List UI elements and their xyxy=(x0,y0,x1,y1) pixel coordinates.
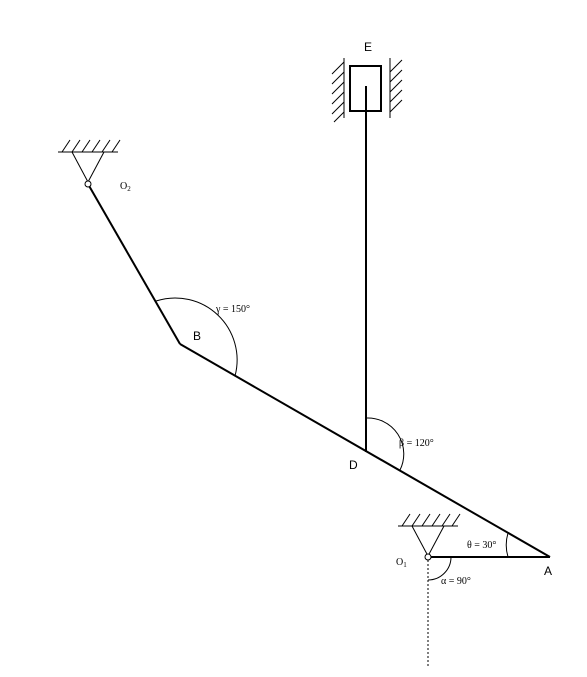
label-b: B xyxy=(193,329,201,343)
slider-guide-left xyxy=(331,58,345,123)
label-o2: O2 xyxy=(120,181,131,193)
ground-support-o1 xyxy=(398,513,461,557)
pivot-o2 xyxy=(84,180,92,188)
arc-theta xyxy=(505,532,509,558)
angle-theta: θ = 30° xyxy=(467,540,496,551)
label-o1: O1 xyxy=(396,557,407,569)
angle-beta: β = 120° xyxy=(399,438,434,449)
label-d: D xyxy=(349,458,358,472)
link-ba xyxy=(179,343,551,558)
angle-gamma: γ = 150° xyxy=(215,304,250,315)
pivot-o1 xyxy=(424,553,432,561)
label-a: A xyxy=(544,564,552,578)
link-o2b xyxy=(87,183,181,345)
ground-support-o2 xyxy=(58,139,121,183)
slider-guide-right xyxy=(389,58,403,118)
arc-beta xyxy=(365,417,405,471)
arc-alpha xyxy=(427,556,452,581)
arc-gamma xyxy=(155,297,238,377)
label-e: E xyxy=(364,40,372,54)
angle-alpha: α = 90° xyxy=(441,576,471,587)
